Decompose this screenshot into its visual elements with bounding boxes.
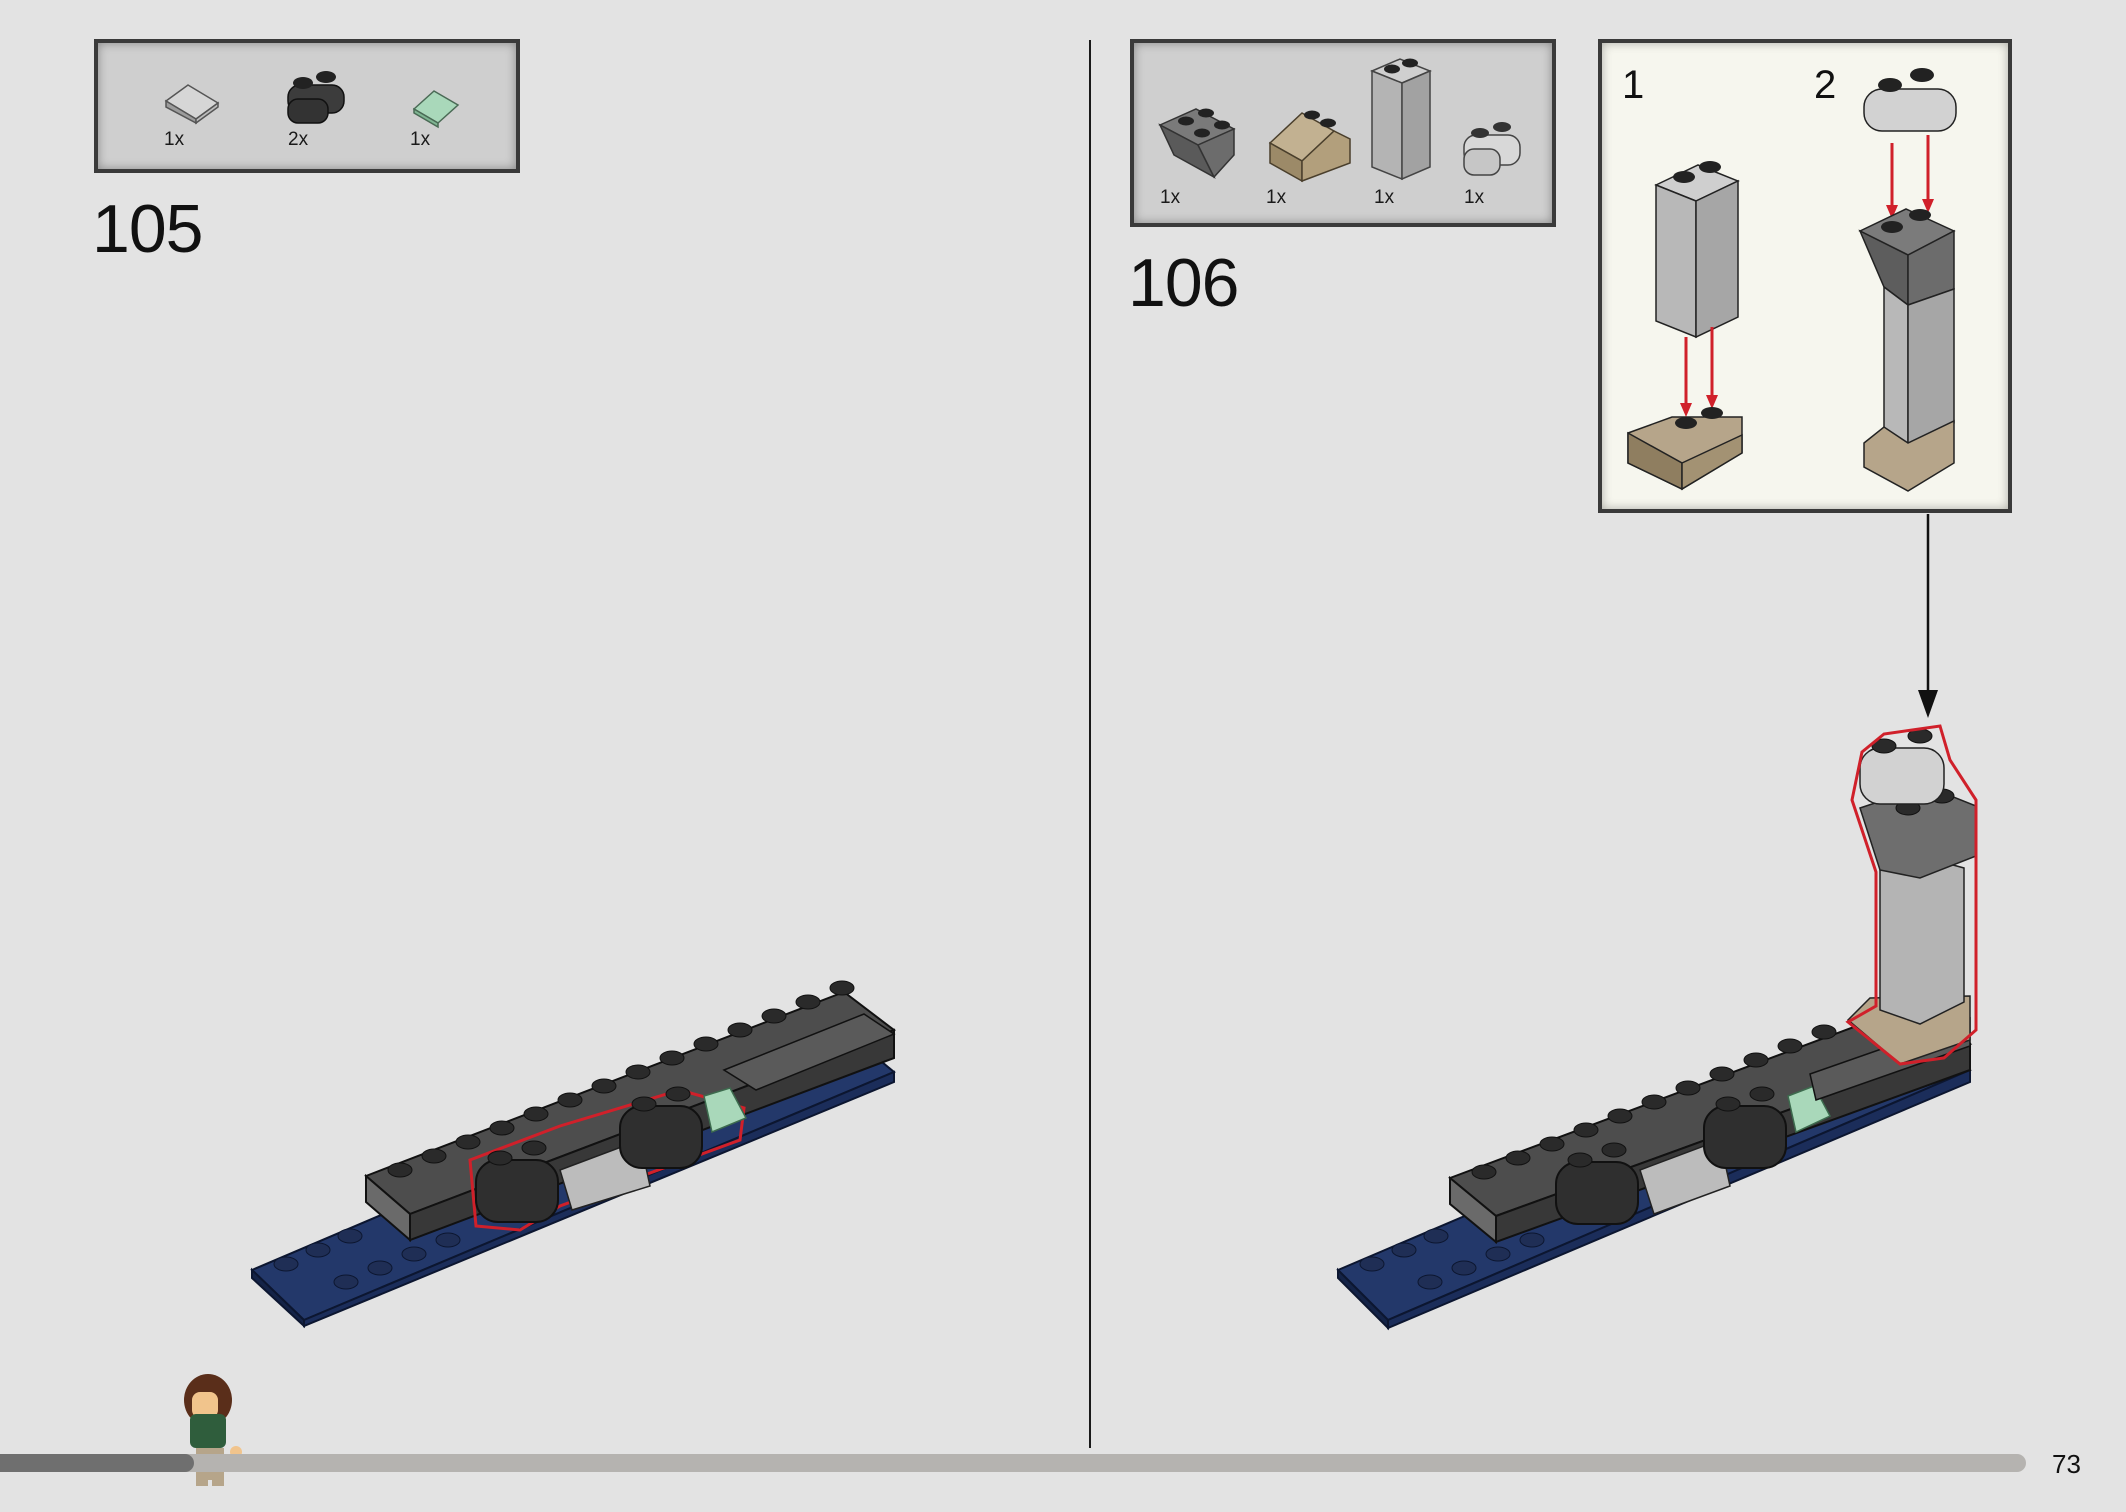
minifigure-icon xyxy=(184,1374,242,1486)
part-qty: 1x xyxy=(1160,187,1181,208)
part-qty: 1x xyxy=(1464,187,1485,208)
tan-slope-icon xyxy=(1268,110,1351,183)
substep-number-2: 2 xyxy=(1814,63,1837,107)
sand-green-slope-icon xyxy=(412,90,460,129)
light-gray-brick-icon xyxy=(1370,58,1432,181)
dark-gray-round-brick-icon xyxy=(287,71,345,124)
page-number: 73 xyxy=(2052,1449,2081,1479)
parts-icons-105 xyxy=(164,71,460,129)
step-number-106: 106 xyxy=(1128,245,1239,321)
model-step-105 xyxy=(250,980,897,1329)
part-qty: 1x xyxy=(1266,187,1287,208)
light-gray-round-brick-icon xyxy=(1463,122,1521,176)
parts-list-105: 1x 2x 1x xyxy=(94,39,520,173)
part-qty: 1x xyxy=(164,129,185,150)
step-number-105: 105 xyxy=(92,191,203,267)
model-step-106 xyxy=(1336,724,1978,1331)
parts-list-106: 1x 1x 1x 1x xyxy=(1130,39,1556,227)
substep-2-illustration xyxy=(1858,68,1957,492)
parts-icons-106 xyxy=(1158,58,1521,183)
callout-arrow xyxy=(1918,514,1938,718)
progress-fill xyxy=(0,1454,194,1472)
page-divider xyxy=(1089,40,1091,1448)
part-qty: 1x xyxy=(410,129,431,150)
subassembly-illustration xyxy=(1627,68,1957,492)
light-gray-slope-icon xyxy=(164,84,220,125)
substep-number-1: 1 xyxy=(1622,63,1645,107)
progress-bar xyxy=(0,1454,2026,1472)
dark-gray-inverted-slope-icon xyxy=(1158,108,1236,179)
subassembly-box: 1 2 xyxy=(1598,39,2012,513)
substep-1-illustration xyxy=(1627,161,1743,491)
part-qty: 1x xyxy=(1374,187,1395,208)
part-qty: 2x xyxy=(288,129,309,150)
